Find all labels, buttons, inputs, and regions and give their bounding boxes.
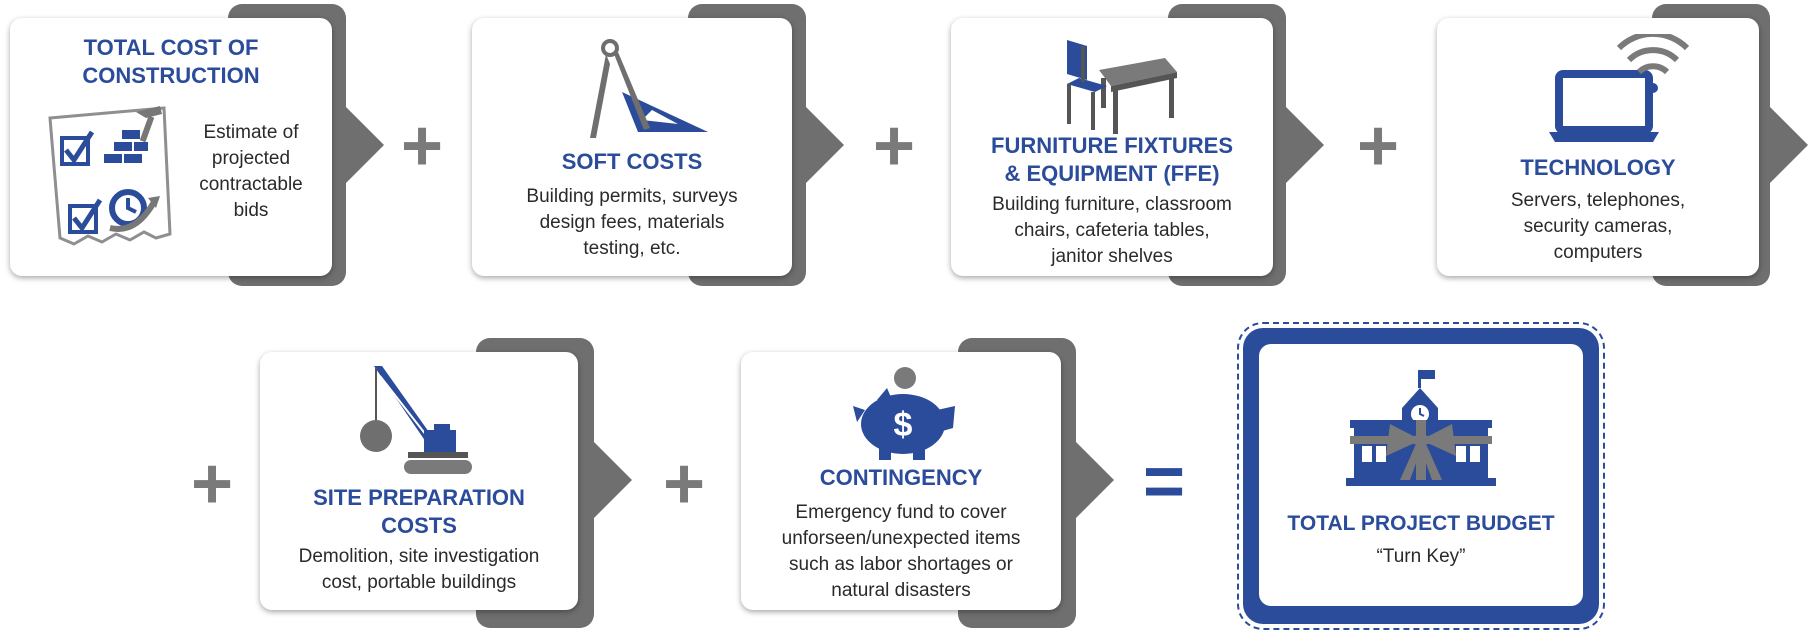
total-budget-card: TOTAL PROJECT BUDGET “Turn Key” (1259, 344, 1583, 606)
technology-desc: Servers, telephones, security cameras, c… (1510, 190, 1686, 263)
soft-title: SOFT COSTS (561, 149, 703, 174)
site-title: SITE PREPARATION COSTS (313, 485, 525, 538)
site-arrow (594, 442, 632, 518)
plus-operator-2: + (872, 106, 916, 186)
total-title: TOTAL PROJECT BUDGET (1287, 512, 1555, 535)
technology-arrow (1770, 107, 1808, 183)
plus-operator-5: + (662, 444, 706, 524)
technology-title: TECHNOLOGY (1520, 155, 1676, 180)
technology-card: TECHNOLOGY Servers, telephones, security… (1437, 18, 1759, 276)
ffe-desc: Building furniture, classroom chairs, ca… (992, 194, 1232, 267)
site-card: SITE PREPARATION COSTS Demolition, site … (260, 352, 578, 610)
construction-title: TOTAL COST OF CONSTRUCTION (82, 35, 260, 88)
construction-arrow (346, 107, 384, 183)
svg-text:$: $ (894, 406, 913, 444)
contingency-card: $ CONTINGENCY Emergency fund to cover un… (741, 352, 1061, 610)
desk-chair-icon (1067, 40, 1177, 134)
ffe-card: FURNITURE FIXTURES & EQUIPMENT (FFE) Bui… (951, 18, 1273, 276)
site-desc: Demolition, site investigation cost, por… (298, 546, 540, 593)
contingency-arrow (1076, 442, 1114, 518)
school-bow-icon (1346, 370, 1496, 486)
crane-wrecking-ball-icon (360, 366, 472, 474)
piggy-bank-icon: $ (853, 367, 955, 460)
soft-arrow (806, 107, 844, 183)
checklist-bricks-icon (48, 106, 172, 246)
contingency-title: CONTINGENCY (819, 465, 983, 490)
construction-card: TOTAL COST OF CONSTRUCTION Estimate of p… (10, 18, 332, 276)
laptop-wifi-icon (1549, 34, 1689, 142)
ffe-title: FURNITURE FIXTURES & EQUIPMENT (FFE) (991, 133, 1233, 186)
plus-operator-4: + (190, 444, 234, 524)
compass-triangle-icon (590, 39, 708, 138)
construction-desc: Estimate of projected contractable bids (199, 122, 303, 221)
soft-desc: Building permits, surveys design fees, m… (526, 186, 738, 259)
plus-operator-1: + (400, 106, 444, 186)
ffe-arrow (1286, 107, 1324, 183)
total-desc: “Turn Key” (1376, 546, 1466, 567)
soft-card: SOFT COSTS Building permits, surveys des… (472, 18, 792, 276)
contingency-desc: Emergency fund to cover unforseen/unexpe… (781, 502, 1021, 601)
plus-operator-3: + (1356, 106, 1400, 186)
equals-operator: = (1142, 442, 1186, 522)
total-budget-dashed-border (1237, 322, 1605, 630)
